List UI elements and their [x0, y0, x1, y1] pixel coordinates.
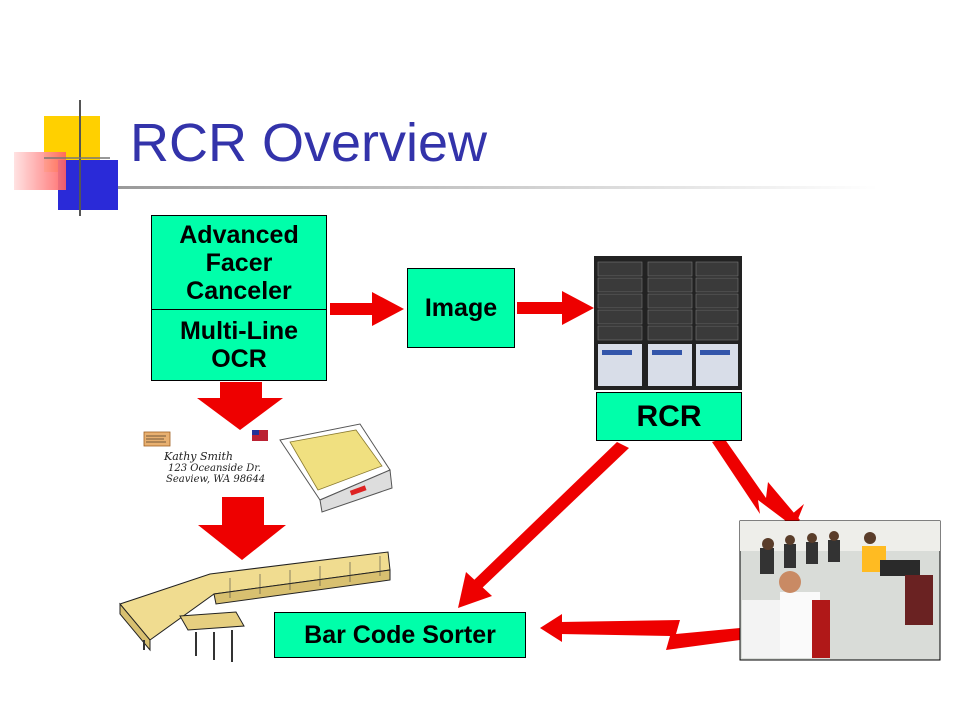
arrow-operators-to-sorter [540, 614, 740, 650]
arrow-afc-to-image [330, 292, 404, 326]
envelope-city: Seaview, WA 98644 [166, 474, 265, 485]
arrow-down-2 [198, 497, 286, 560]
image-box: Image [407, 268, 515, 348]
rcr-box: RCR [596, 392, 742, 441]
arrow-rcr-to-sorter [458, 442, 629, 608]
ocr-label: Multi-Line OCR [179, 317, 299, 373]
arrow-down-1 [197, 382, 283, 430]
sorter-box: Bar Code Sorter [274, 612, 526, 658]
sorter-label: Bar Code Sorter [304, 621, 496, 649]
envelope-name: Kathy Smith [163, 450, 233, 463]
ocr-box: Multi-Line OCR [151, 309, 327, 381]
title-underline [118, 186, 878, 189]
afc-label: Advanced Facer Canceler [179, 220, 299, 305]
arrow-image-to-rcr [517, 291, 594, 325]
slide-title: RCR Overview [130, 113, 488, 173]
afc-box: Advanced Facer Canceler [151, 215, 327, 310]
envelope-street: 123 Oceanside Dr. [168, 463, 261, 474]
image-label: Image [424, 294, 498, 322]
rcr-label: RCR [636, 399, 702, 433]
